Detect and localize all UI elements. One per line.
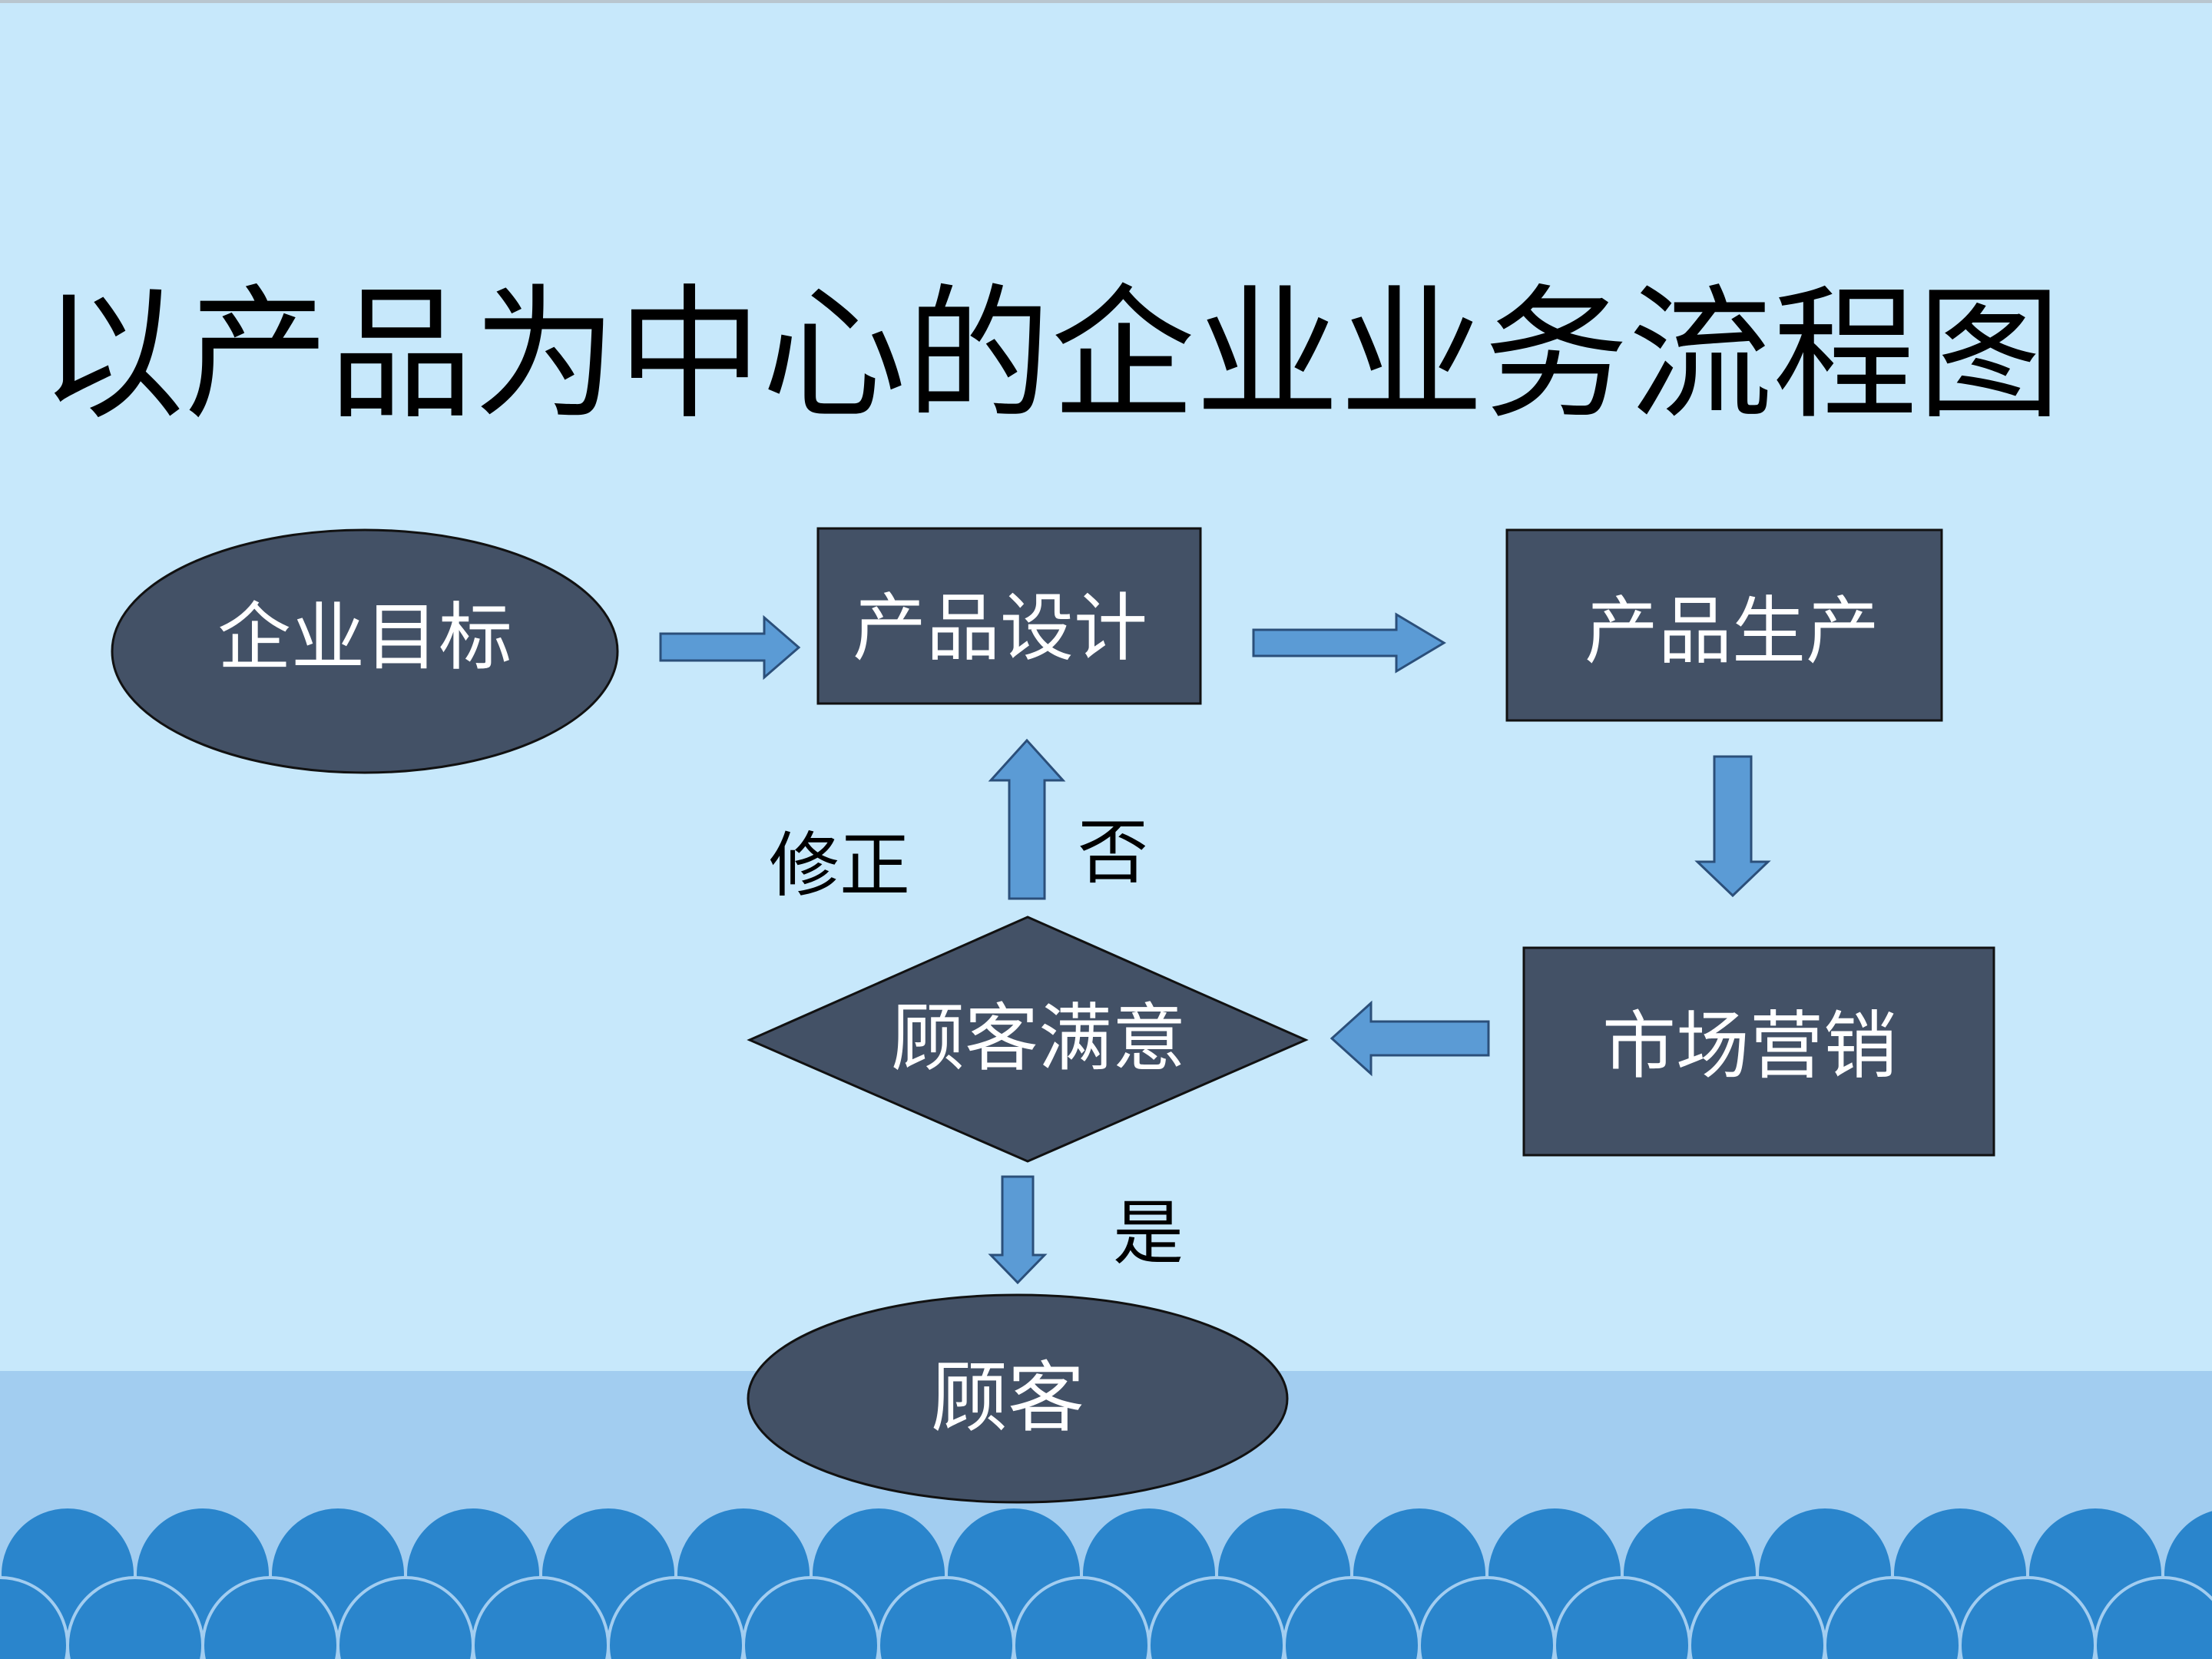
- node-marketing-box: [1522, 946, 1995, 1157]
- node-production-label: 产品生产: [1584, 588, 1879, 674]
- node-goal-ellipse: [111, 528, 619, 774]
- node-design-label: 产品设计: [853, 585, 1147, 671]
- edge-label-yes: 是: [1113, 1193, 1184, 1275]
- node-customer-ellipse: [747, 1293, 1289, 1504]
- edge-label-no: 否: [1078, 812, 1148, 894]
- node-customer-label: 顾客: [931, 1353, 1084, 1443]
- arrow-satisfaction-to-customer: [988, 1175, 1048, 1285]
- node-design-box: [816, 527, 1202, 705]
- node-satisfaction-label: 顾客满意: [891, 995, 1186, 1081]
- node-goal-label: 企业目标: [217, 594, 512, 680]
- scallop-pattern: [0, 1505, 2212, 1659]
- arrow-goal-to-design: [659, 614, 801, 680]
- top-border: [0, 0, 2212, 3]
- arrow-marketing-to-satisfaction: [1330, 1000, 1490, 1077]
- node-production-box: [1505, 528, 1943, 722]
- node-marketing-label: 市场营销: [1602, 1003, 1897, 1089]
- node-satisfaction-diamond: [747, 916, 1309, 1163]
- arrow-satisfaction-to-design: [988, 738, 1066, 900]
- scallop-1: [2094, 1576, 2212, 1659]
- arrow-production-to-marketing: [1694, 755, 1771, 898]
- page-title: 以产品为中心的企业业务流程图: [40, 271, 2061, 439]
- edge-label-revise: 修正: [769, 825, 910, 907]
- arrow-design-to-production: [1252, 612, 1446, 674]
